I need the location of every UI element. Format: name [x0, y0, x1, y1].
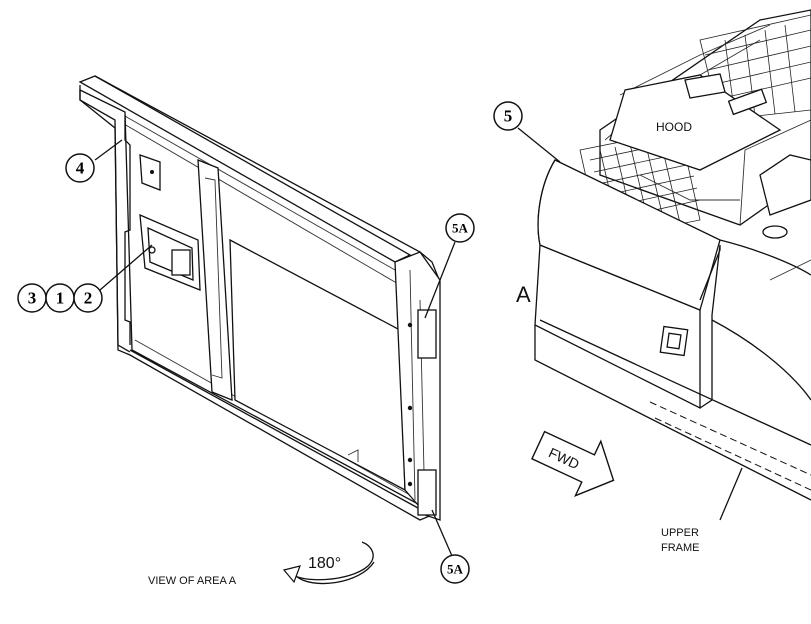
rotation-angle-label: 180° [308, 555, 341, 572]
svg-text:5A: 5A [452, 221, 469, 236]
view-of-area-label: VIEW OF AREA A [148, 575, 237, 587]
upper-frame-label-line1: UPPER [661, 527, 699, 539]
callout-5: 5 [493, 101, 561, 163]
callout-4: 4 [65, 139, 123, 183]
callout-5a-bottom: 5A [431, 509, 470, 584]
machine-side-latch [759, 154, 811, 216]
svg-text:2: 2 [84, 289, 93, 308]
hood-label: HOOD [656, 120, 692, 134]
hinge-bottom [417, 469, 437, 516]
svg-text:5: 5 [504, 107, 513, 126]
door-panel-view [78, 75, 441, 521]
svg-text:4: 4 [76, 159, 85, 178]
hood-plate [609, 74, 782, 171]
area-marker: A [516, 282, 531, 307]
upper-frame-label-line2: FRAME [661, 542, 700, 554]
forward-arrow-icon: FWD [531, 430, 615, 497]
svg-text:3: 3 [28, 289, 37, 308]
door-bracket [139, 154, 161, 191]
hinge-top [417, 309, 437, 359]
door-vertical-rib [197, 159, 233, 401]
svg-text:1: 1 [56, 289, 65, 308]
door-top-rail [78, 75, 412, 263]
callout-group-312: 3 1 2 [17, 244, 153, 313]
machine-view [534, 9, 811, 501]
callout-2 [73, 283, 103, 313]
svg-text:5A: 5A [447, 562, 464, 577]
callout-5a-top: 5A [424, 213, 475, 319]
curved-arrow-icon [282, 541, 375, 585]
upper-frame-leader [719, 467, 743, 521]
